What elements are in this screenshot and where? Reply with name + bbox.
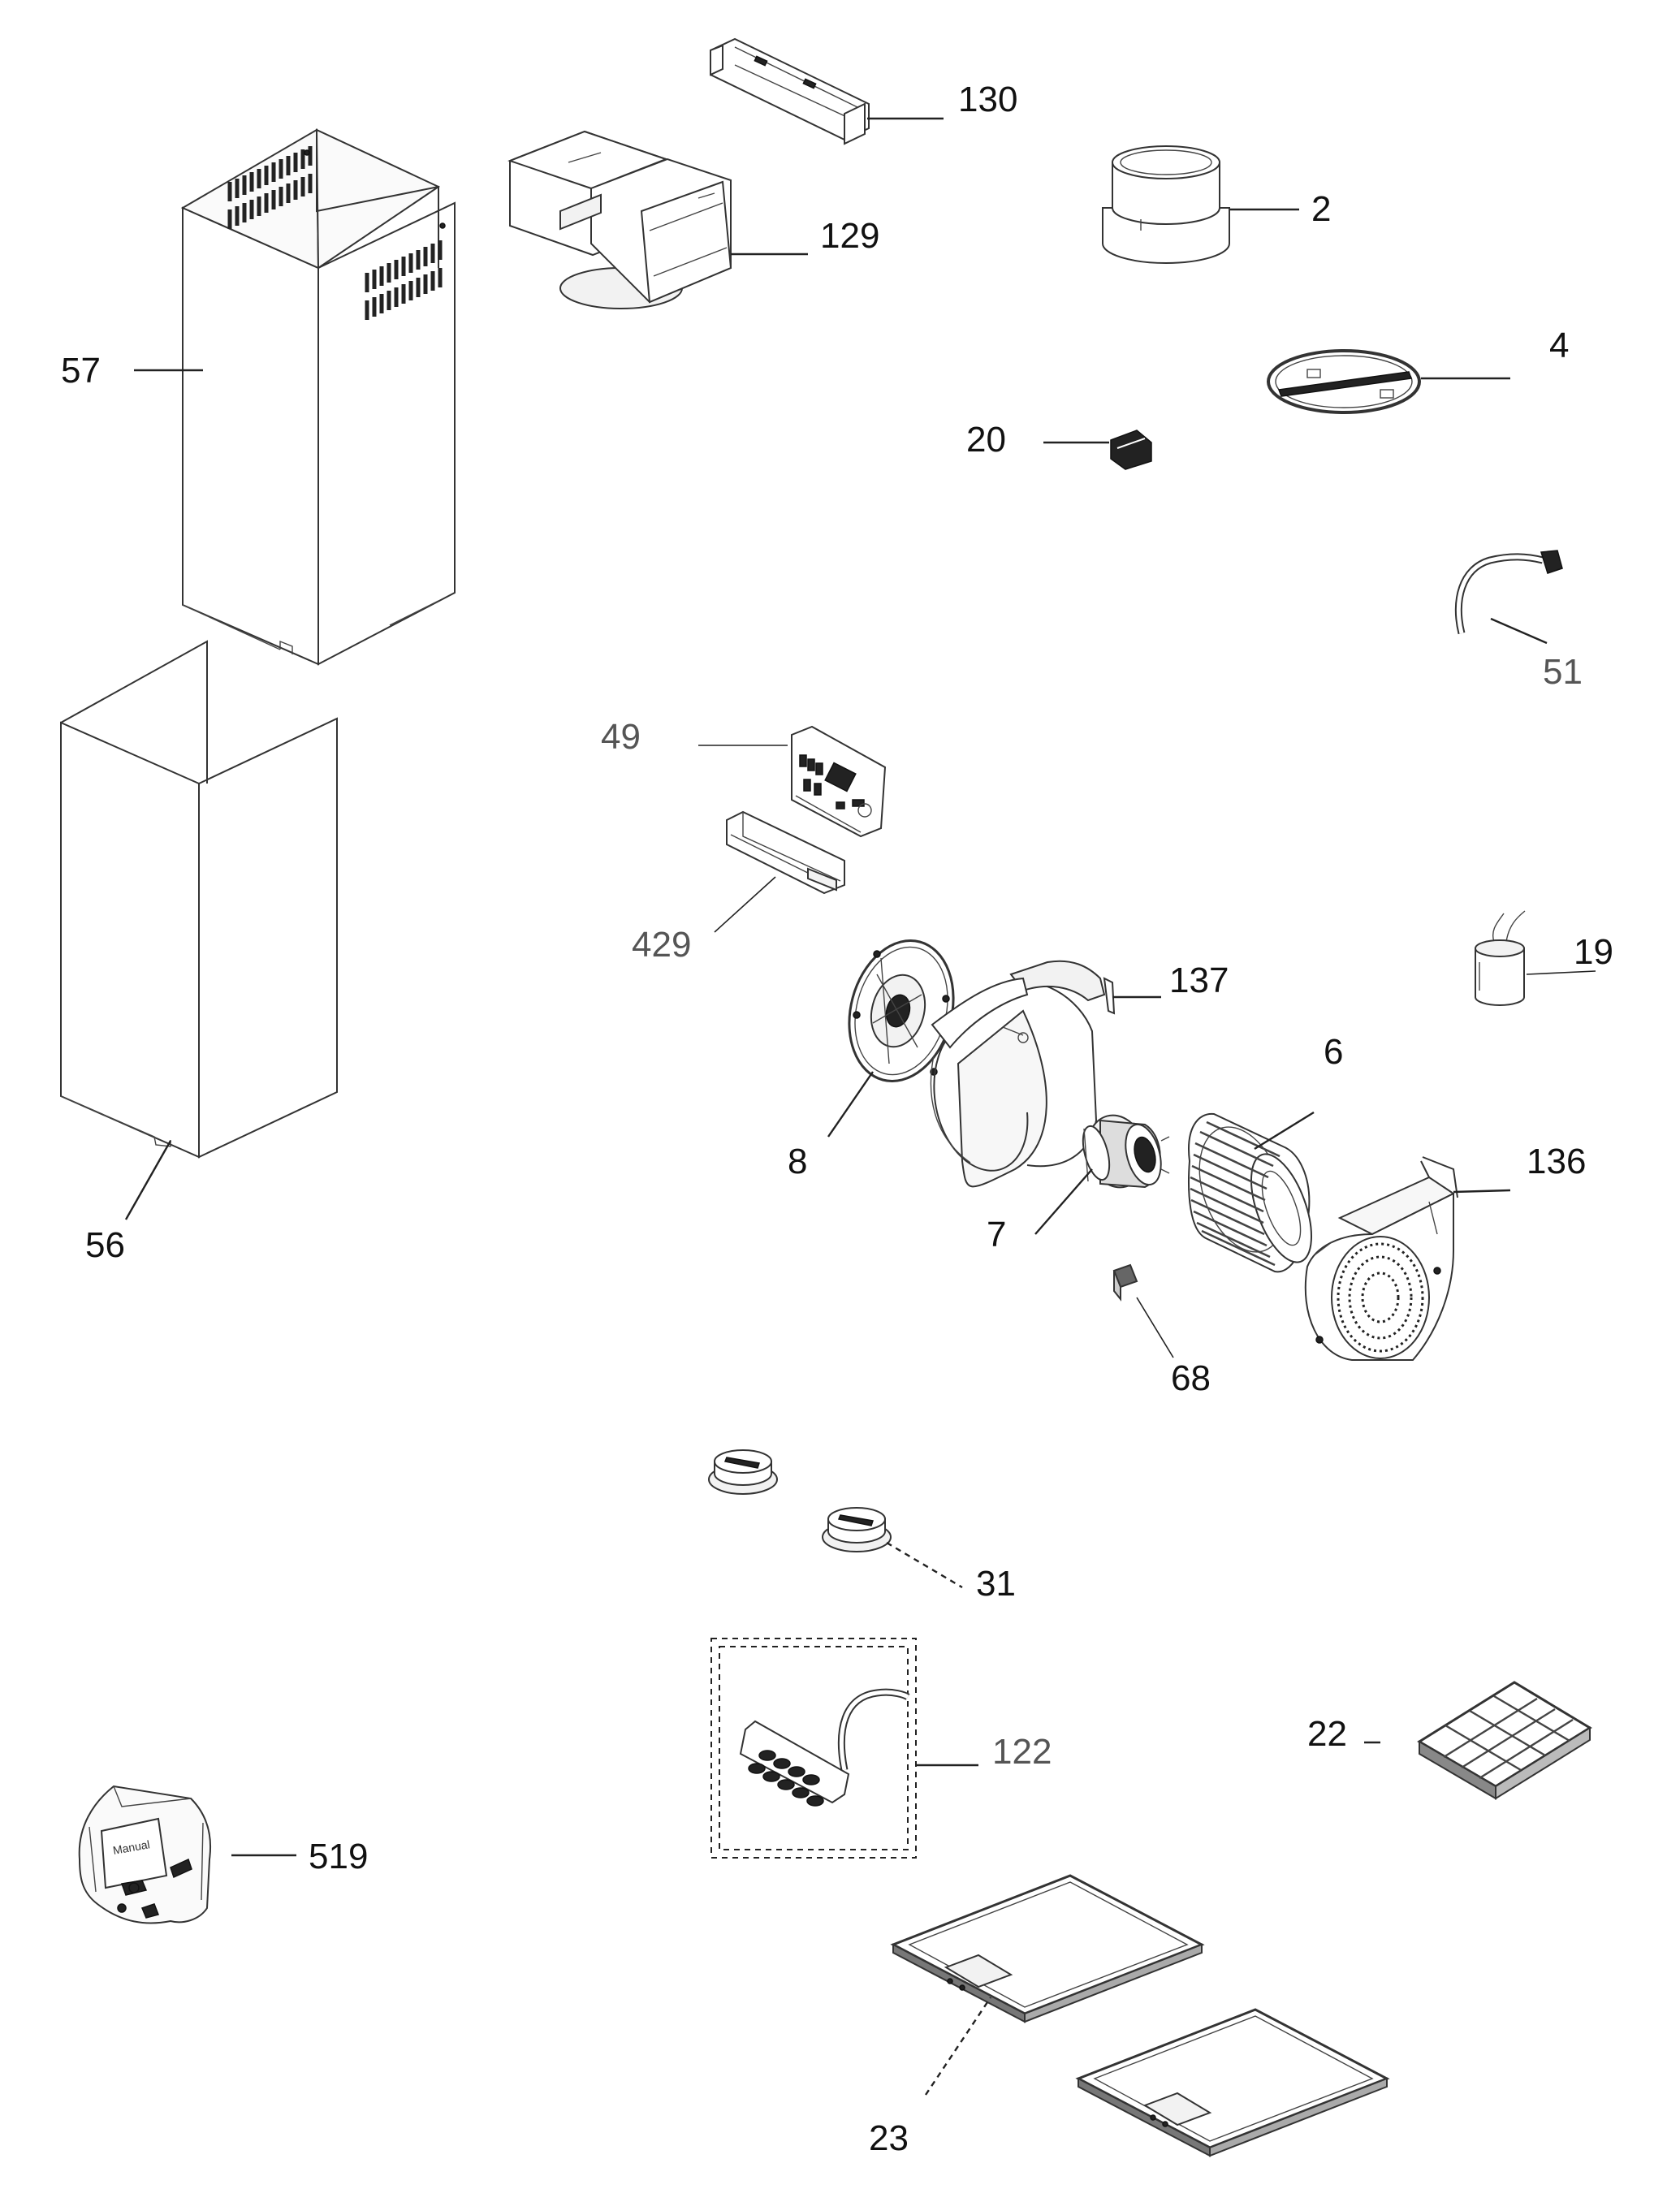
label-49: 49 bbox=[601, 717, 641, 757]
part-7-motor[interactable] bbox=[1078, 1108, 1170, 1194]
part-519-accessory-bag[interactable]: Manual bbox=[78, 1785, 212, 1924]
part-6-blower-wheel[interactable] bbox=[1184, 1112, 1324, 1273]
part-136-rear-housing[interactable] bbox=[1304, 1156, 1458, 1361]
label-137: 137 bbox=[1169, 961, 1229, 1000]
label-22: 22 bbox=[1307, 1714, 1347, 1754]
leader-56 bbox=[124, 1140, 172, 1220]
label-122: 122 bbox=[992, 1732, 1052, 1772]
label-129: 129 bbox=[820, 216, 879, 256]
part-19-capacitor[interactable] bbox=[1475, 910, 1526, 1006]
part-22-charcoal-filter[interactable] bbox=[1417, 1681, 1592, 1800]
part-122-control-module[interactable] bbox=[710, 1638, 917, 1859]
part-68-clip[interactable] bbox=[1112, 1263, 1138, 1302]
part-429-board-housing[interactable] bbox=[726, 810, 845, 895]
part-20-connector[interactable] bbox=[1110, 430, 1152, 470]
part-57-upper-chimney[interactable] bbox=[180, 128, 456, 666]
label-51: 51 bbox=[1543, 652, 1583, 692]
part-31-knob-a[interactable] bbox=[708, 1449, 778, 1495]
label-2: 2 bbox=[1311, 189, 1331, 229]
part-23-grease-filter-b[interactable] bbox=[1075, 2008, 1390, 2157]
label-56: 56 bbox=[85, 1225, 125, 1265]
leader-31 bbox=[886, 1541, 963, 1589]
label-68: 68 bbox=[1171, 1358, 1211, 1398]
label-20: 20 bbox=[966, 420, 1006, 460]
leader-429 bbox=[714, 876, 776, 933]
label-57: 57 bbox=[61, 351, 101, 391]
leader-23 bbox=[925, 1997, 991, 2096]
leader-136 bbox=[1453, 1189, 1511, 1194]
part-2-duct-connector[interactable] bbox=[1102, 145, 1230, 264]
label-130: 130 bbox=[958, 80, 1017, 119]
part-56-lower-chimney[interactable] bbox=[60, 640, 338, 1159]
part-4-damper[interactable] bbox=[1267, 349, 1421, 414]
part-8-motor-plate[interactable] bbox=[834, 929, 968, 1093]
label-429: 429 bbox=[632, 925, 691, 965]
manual-tag-text: Manual bbox=[112, 1837, 151, 1857]
part-49-control-board[interactable] bbox=[791, 725, 887, 838]
leader-7 bbox=[1034, 1168, 1093, 1235]
leader-68 bbox=[1136, 1297, 1174, 1358]
leader-51 bbox=[1490, 617, 1548, 645]
part-31-knob-b[interactable] bbox=[822, 1507, 892, 1552]
label-19: 19 bbox=[1574, 932, 1613, 972]
label-519: 519 bbox=[309, 1837, 368, 1876]
leader-19 bbox=[1526, 970, 1596, 975]
label-31: 31 bbox=[976, 1564, 1016, 1604]
part-137-front-housing[interactable] bbox=[930, 960, 1116, 1188]
label-4: 4 bbox=[1549, 326, 1569, 365]
label-7: 7 bbox=[987, 1215, 1006, 1254]
part-129-air-diverter[interactable] bbox=[507, 130, 732, 309]
label-6: 6 bbox=[1324, 1032, 1343, 1072]
label-23: 23 bbox=[869, 2118, 909, 2158]
label-8: 8 bbox=[788, 1142, 807, 1181]
leader-6 bbox=[1254, 1111, 1315, 1151]
part-51-power-cable[interactable] bbox=[1454, 550, 1563, 635]
label-136: 136 bbox=[1527, 1142, 1586, 1181]
leader-8 bbox=[827, 1071, 874, 1138]
part-23-grease-filter-a[interactable] bbox=[890, 1874, 1205, 2023]
part-130-bracket[interactable] bbox=[710, 37, 870, 145]
